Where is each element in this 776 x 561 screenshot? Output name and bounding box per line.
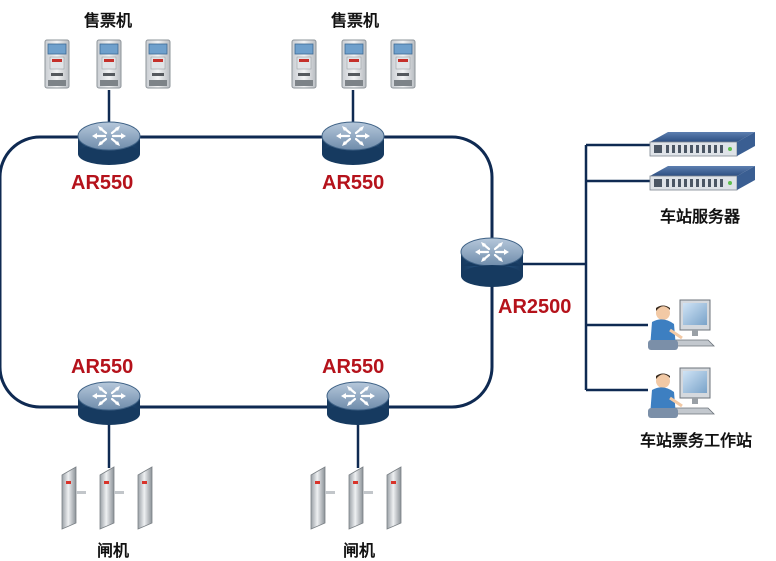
router-icon [76,120,142,167]
label-gates-left: 闸机 [97,541,130,560]
label-ticket-machines-right: 售票机 [331,11,380,30]
turnstile-gate-icon [310,466,402,530]
ticket-vending-machine-icon [44,39,171,89]
label-ticket-workstation: 车站票务工作站 [640,431,753,450]
router-label-core: AR2500 [498,296,572,318]
label-station-server: 车站服务器 [660,207,741,226]
router-icon [320,120,386,167]
router-label-top-right: AR550 [322,172,385,194]
router-icon [76,380,142,427]
router-label-bottom-right: AR550 [322,356,385,378]
workstation-user-icon [646,298,716,420]
label-ticket-machines-left: 售票机 [84,11,133,30]
router-label-bottom-left: AR550 [71,356,134,378]
router-icon [459,236,525,287]
router-label-top-left: AR550 [71,172,134,194]
router-icon [325,380,391,427]
device-links [107,90,650,468]
turnstile-gate-icon [61,466,153,530]
ring-link [0,135,494,409]
rack-server-icon [649,131,756,191]
label-gates-right: 闸机 [343,541,376,560]
ticket-vending-machine-icon [291,39,416,89]
